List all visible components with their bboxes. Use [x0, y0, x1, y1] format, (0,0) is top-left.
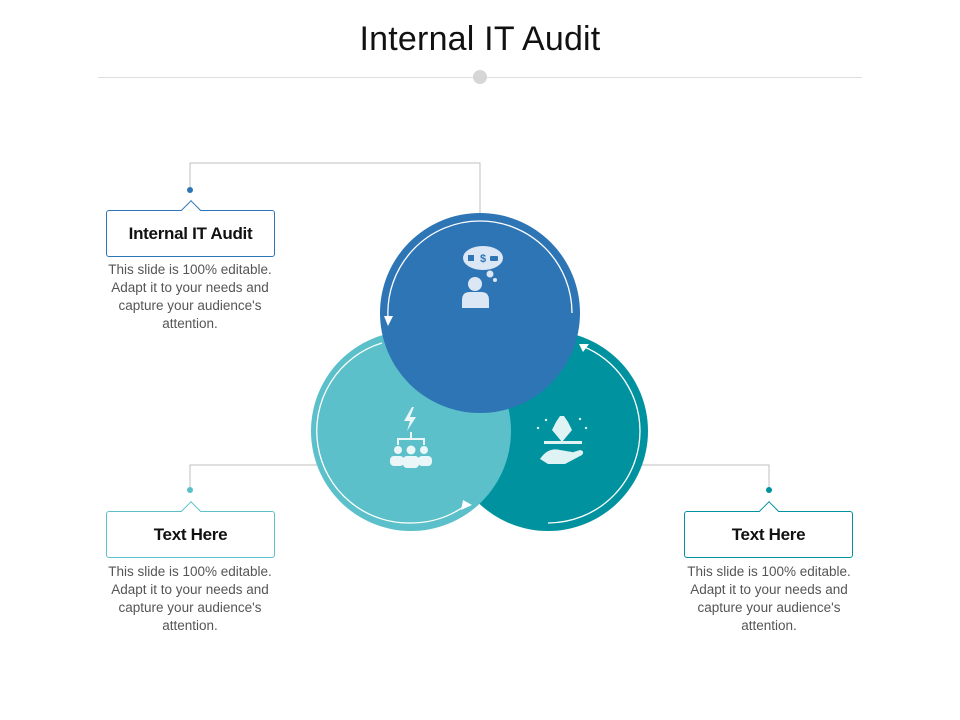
arrowhead-bottom-right: [579, 344, 589, 352]
svg-text:$: $: [480, 253, 486, 265]
callout-heading: Internal IT Audit: [128, 223, 253, 243]
circle-top: [380, 213, 580, 413]
connector-dot-1: [187, 187, 193, 193]
thought-bubble-person-icon: $: [462, 246, 503, 308]
connector-line-1: [189, 162, 481, 213]
connector-dot-2: [187, 487, 193, 493]
title-divider-dot: [473, 70, 487, 84]
callout-heading: Text Here: [731, 524, 806, 544]
callout-internal-it-audit: Internal IT Audit: [106, 200, 275, 257]
connector-line-3: [640, 464, 770, 488]
callout-text-here-right: Text Here: [684, 501, 853, 558]
callout-text-here-left: Text Here: [106, 501, 275, 558]
arrowhead-top: [384, 316, 393, 326]
arrowhead-bottom-left: [461, 500, 472, 510]
hand-serving-diamond-icon: [536, 416, 588, 464]
cycle-arrow-bottom-left: [316, 342, 467, 524]
cycle-arrow-top: [387, 220, 573, 319]
description-text: This slide is 100% editable. Adapt it to…: [687, 564, 851, 633]
team-hierarchy-icon: [390, 407, 432, 468]
slide-title: Internal IT Audit: [359, 20, 601, 58]
description-text: This slide is 100% editable. Adapt it to…: [108, 262, 272, 331]
description-text: This slide is 100% editable. Adapt it to…: [108, 564, 272, 633]
callout-heading: Text Here: [153, 524, 228, 544]
cycle-arrow-bottom-right: [547, 345, 641, 524]
connector-line-2: [189, 464, 320, 488]
connector-dot-3: [766, 487, 772, 493]
